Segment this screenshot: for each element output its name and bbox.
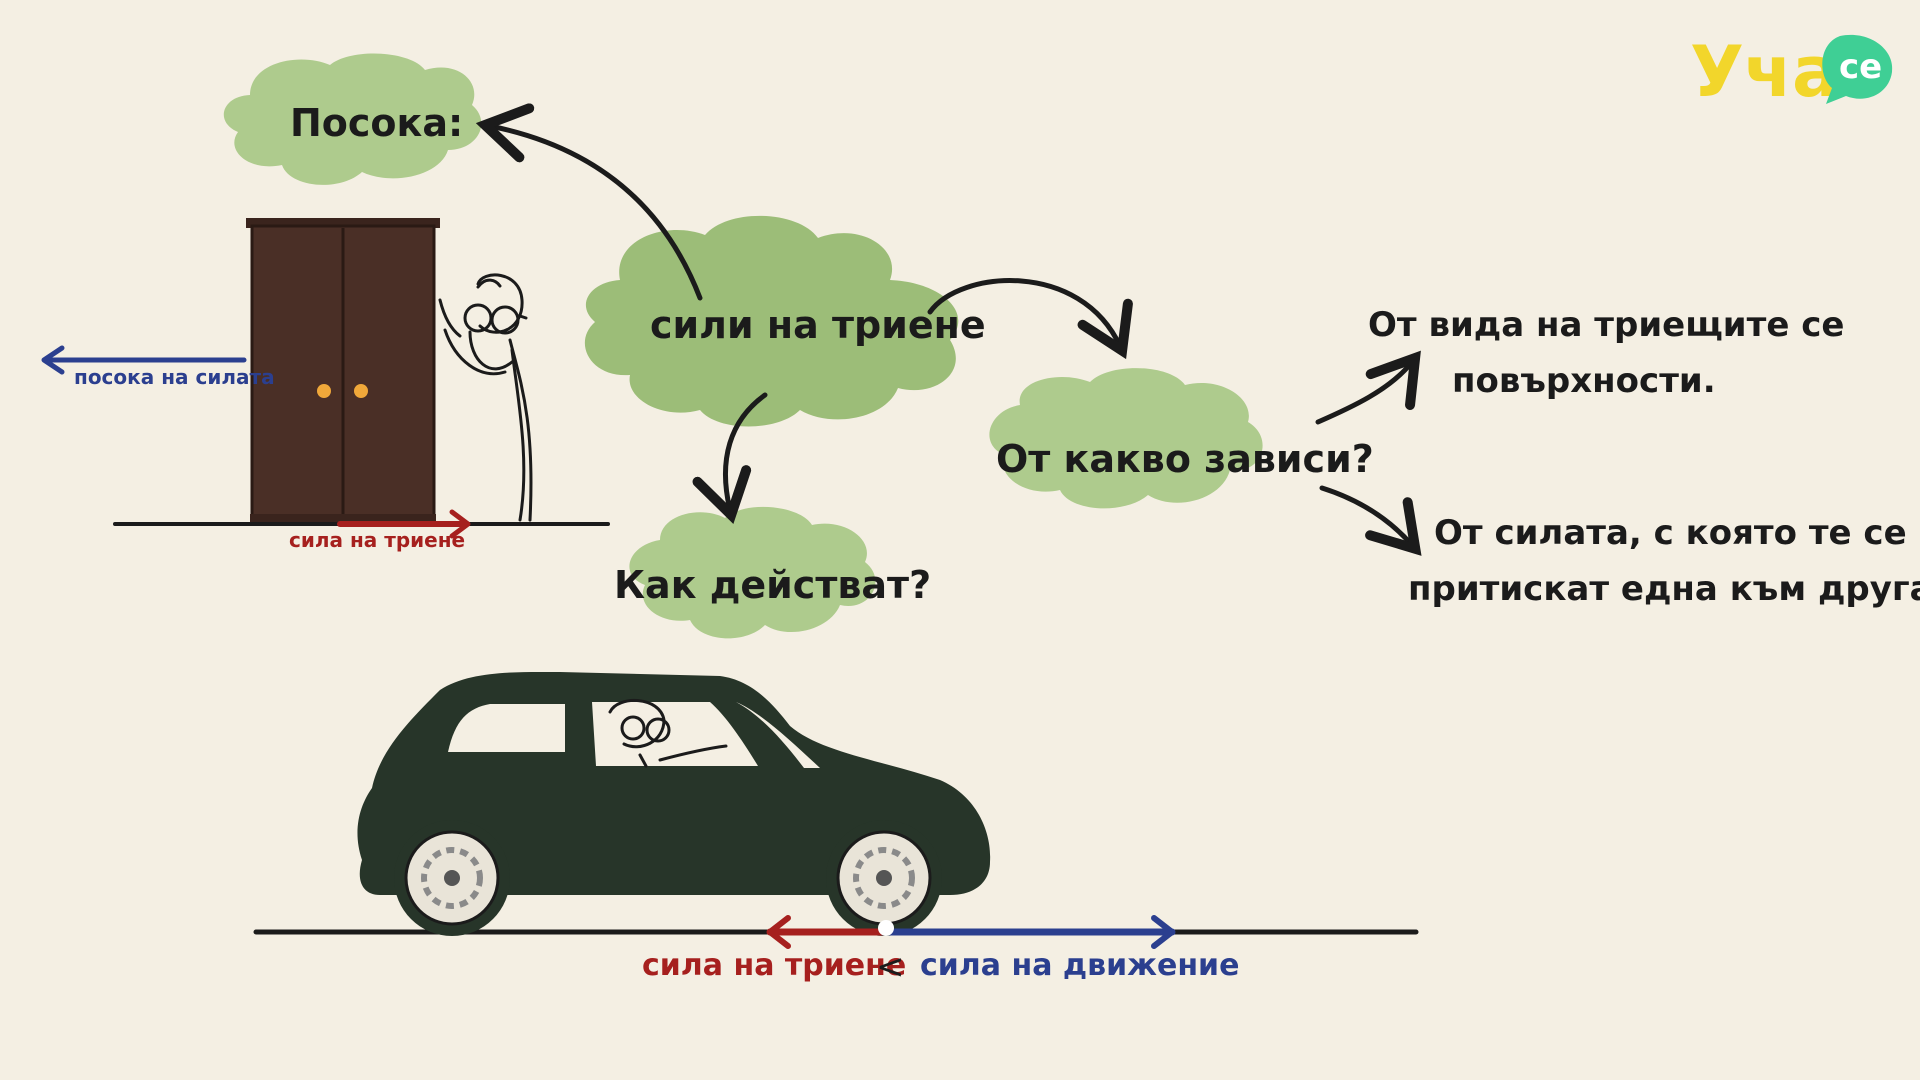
car-friction-arrowhead-icon [767,915,791,949]
arrow-to-pressure [1319,485,1422,556]
driver-icon [608,699,728,768]
force-direction-label: посока на силата [74,365,275,389]
note-surfaces-line2: повърхности. [1452,361,1716,401]
cloud-direction-label: Посока: [290,101,463,145]
logo-badge-text: се [1839,47,1882,87]
note-pressure-line1: От силата, с която те се [1434,513,1907,553]
rear-wheel-icon [394,820,510,936]
front-wheel-icon [826,820,942,936]
stick-person-pushing-icon [438,273,533,522]
ucha-se-logo[interactable]: Уча се [1690,31,1893,113]
wardrobe-scene: посока на силата сила на триене [41,218,610,552]
cloud-how-label: Как действат? [614,563,931,607]
car-scene: сила на триене < сила на движение [253,671,1419,987]
car-motion-label: сила на движение [920,948,1239,983]
cloud-direction: Посока: [223,53,482,185]
cloud-depends-label: От какво зависи? [996,437,1374,481]
contact-point-icon [878,920,894,936]
cloud-depends-on: От какво зависи? [989,368,1374,509]
wardrobe-icon [246,218,440,522]
logo-badge-icon [1822,34,1893,104]
arrow-to-how [692,392,768,525]
arrow-to-direction [475,103,703,301]
force-direction-arrowhead-icon [41,345,65,375]
car-friction-label: сила на триене [642,948,906,983]
arrow-to-surfaces [1315,350,1421,425]
logo-text: Уча [1690,31,1839,113]
note-surfaces-line1: От вида на триещите се [1368,305,1844,345]
wardrobe-friction-label: сила на триене [289,528,465,552]
wardrobe-friction-arrowhead-icon [449,509,471,539]
comparison-sign: < [876,947,905,987]
car-icon [357,671,991,936]
cloud-how-they-act: Как действат? [614,506,931,639]
cloud-friction-forces: сили на триене [584,215,986,427]
note-pressure-line2: притискат една към друга. [1408,569,1920,609]
cloud-friction-forces-label: сили на триене [650,303,986,347]
car-motion-arrowhead-icon [1151,915,1175,949]
arrow-to-depends [927,278,1133,360]
